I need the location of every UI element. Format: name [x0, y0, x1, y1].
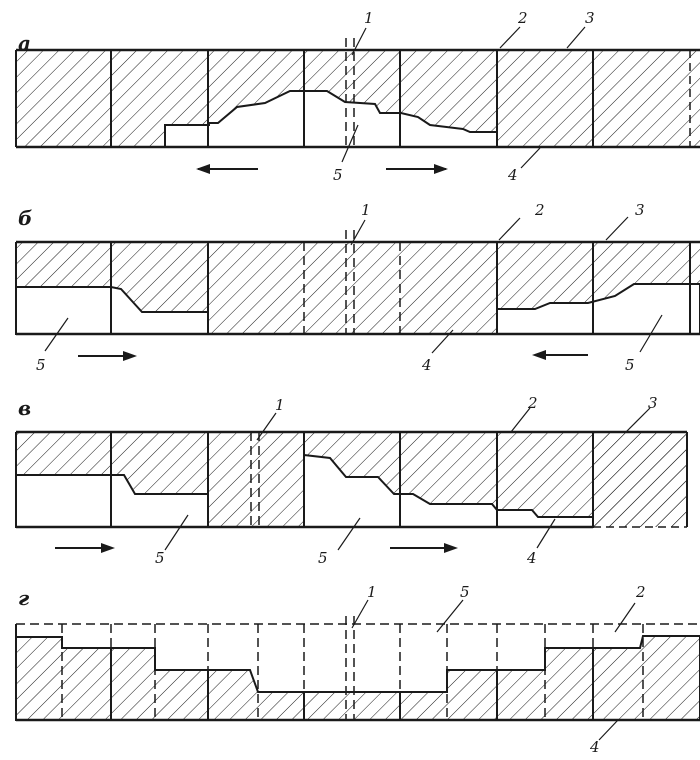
panel-d: г [15, 583, 700, 756]
panel-a-callout-4: 4 [507, 166, 518, 184]
panel-c-leaders [164, 407, 651, 551]
panel-d-callout-4: 4 [589, 738, 600, 756]
panel-c-arrow-right [390, 543, 458, 553]
panel-d-remaining-rock [15, 635, 700, 721]
panel-a-callout-1: 1 [364, 9, 374, 27]
panel-b-excavation-right [496, 283, 700, 335]
panel-b-section-joints [15, 242, 691, 334]
panel-b-dashed-joints [303, 230, 401, 334]
panel-a-callout-3: 3 [585, 9, 595, 27]
panel-a-arrow-left [196, 164, 258, 174]
panel-c-excavation-mid [303, 453, 594, 528]
panel-a-callout-5: 5 [333, 166, 343, 184]
panel-d-callout-1: 1 [367, 583, 377, 601]
panel-d-dashed-joints [61, 616, 644, 720]
panel-c-callout-3: 3 [648, 394, 658, 412]
panel-c-unexcavated-block [593, 432, 687, 527]
panel-d-label: г [18, 586, 30, 610]
panel-c-callout-4: 4 [526, 549, 537, 567]
panel-b-callout-2: 2 [534, 201, 545, 219]
panel-b-arrow-left [78, 351, 137, 361]
panel-a-excavation [164, 90, 498, 148]
panel-a-arrow-right [386, 164, 448, 174]
panel-c-arrow-left [55, 543, 115, 553]
panel-a: а 1 2 [15, 9, 700, 184]
panel-b: б [15, 201, 700, 374]
panel-c-label: в [18, 396, 31, 420]
panel-c-callout-2: 2 [527, 394, 538, 412]
panel-d-callout-2: 2 [635, 583, 646, 601]
panel-b-callout-3: 3 [635, 201, 645, 219]
panel-a-leaders [341, 26, 586, 169]
panel-d-leaders [351, 599, 636, 741]
panel-c-section-joints [15, 432, 688, 527]
panel-b-leaders [44, 216, 663, 354]
panel-c-callout-5-mid: 5 [318, 549, 328, 567]
panel-c-callout-1: 1 [275, 396, 285, 414]
panel-b-label: б [18, 206, 32, 230]
panel-a-section-joints [15, 50, 594, 147]
panel-a-callout-2: 2 [517, 9, 528, 27]
panel-c-callout-5-left: 5 [155, 549, 165, 567]
panel-b-callout-5-left: 5 [36, 356, 46, 374]
panel-b-callout-1: 1 [361, 201, 371, 219]
panel-b-callout-4: 4 [421, 356, 432, 374]
panel-d-section-joints [15, 624, 700, 720]
panel-b-callout-5-right: 5 [625, 356, 635, 374]
panel-b-arrow-right [532, 350, 588, 360]
panel-c-seam-lines [250, 432, 260, 527]
panel-d-callout-5: 5 [460, 583, 470, 601]
panel-c: в [15, 394, 688, 567]
